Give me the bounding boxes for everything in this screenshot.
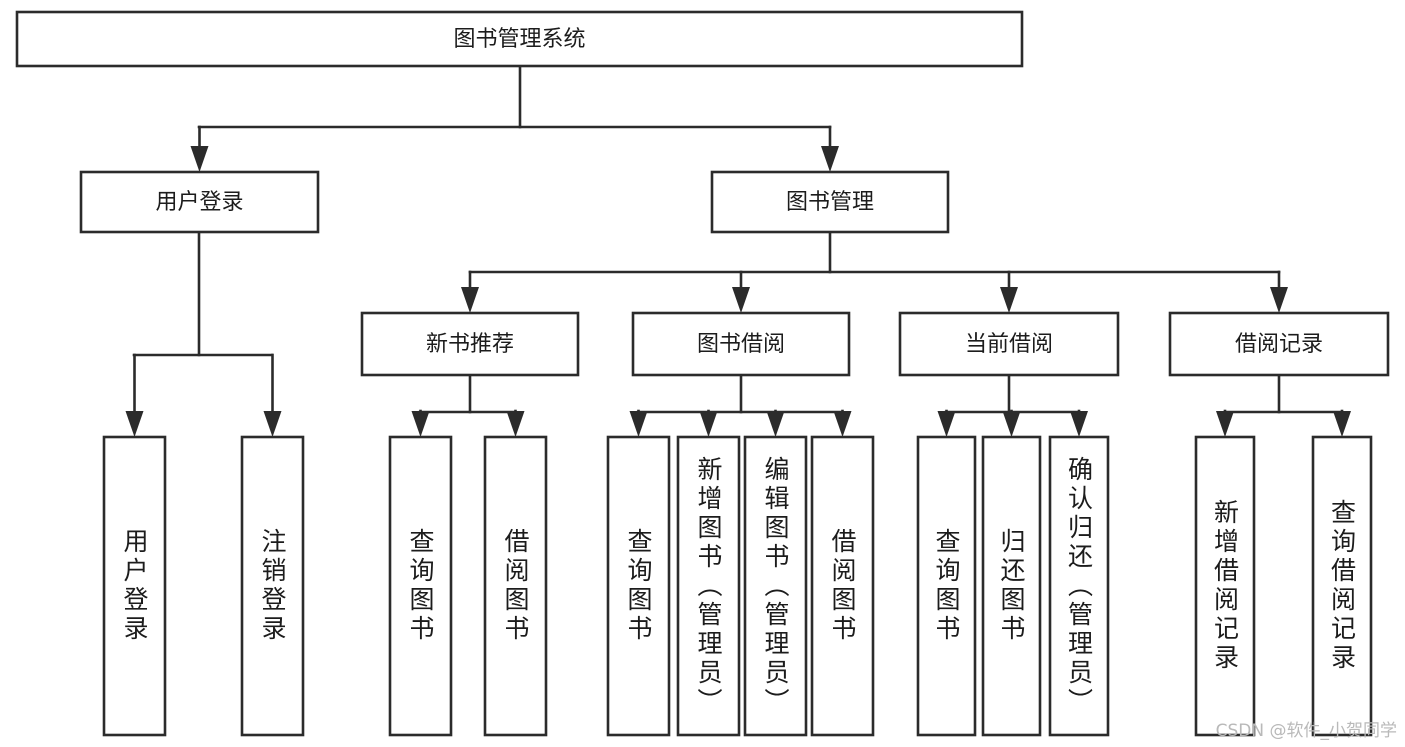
level3-node-book-borrow[interactable]: 图书借阅 [631, 311, 851, 377]
level3-node-borrow-record[interactable]: 借阅记录 [1168, 311, 1390, 377]
leaf-node-box[interactable] [676, 435, 741, 737]
level3-node-box[interactable] [360, 311, 580, 377]
root-node-box[interactable] [15, 10, 1024, 68]
level3-node-box[interactable] [631, 311, 851, 377]
leaf-node-box[interactable] [916, 435, 977, 737]
root-node-label: 图书管理系统 [453, 27, 585, 52]
arrow-head-icon [937, 411, 956, 437]
arrow-head-icon [506, 411, 525, 437]
arrow-head-icon [1270, 287, 1288, 313]
leaf-node-leaf-current-confirm[interactable] [1048, 435, 1110, 737]
arrow-head-icon [833, 411, 852, 437]
arrow-head-icon [1216, 411, 1234, 437]
level3-node-label: 借阅记录 [1235, 332, 1323, 357]
arrow-head-icon [125, 411, 144, 437]
level2-node-box[interactable] [79, 170, 320, 234]
arrow-head-icon [190, 146, 209, 172]
arrow-head-icon [766, 411, 785, 437]
level2-node-label: 用户登录 [155, 190, 243, 215]
arrow-head-icon [1333, 411, 1351, 437]
arrow-head-icon [461, 287, 479, 313]
level3-node-box[interactable] [898, 311, 1120, 377]
arrow-head-icon [821, 146, 839, 172]
level3-node-new-book-recommend[interactable]: 新书推荐 [360, 311, 580, 377]
leaf-node-leaf-current-query[interactable] [916, 435, 977, 737]
leaf-node-leaf-user-logout[interactable] [240, 435, 305, 737]
arrow-head-icon [699, 411, 718, 437]
leaf-node-leaf-borrow-edit[interactable] [743, 435, 808, 737]
arrow-head-icon [629, 411, 648, 437]
level3-node-label: 新书推荐 [426, 332, 514, 357]
arrow-head-icon [1070, 411, 1088, 437]
leaf-node-leaf-current-return[interactable] [981, 435, 1042, 737]
leaf-node-box[interactable] [1311, 435, 1373, 737]
leaf-node-leaf-borrow-lend[interactable] [810, 435, 875, 737]
leaf-node-leaf-user-login[interactable] [102, 435, 167, 737]
connectors-layer [125, 64, 1351, 437]
level3-node-label: 图书借阅 [697, 332, 785, 357]
level3-node-box[interactable] [1168, 311, 1390, 377]
leaf-node-leaf-borrow-add[interactable] [676, 435, 741, 737]
leaf-node-box[interactable] [1194, 435, 1256, 737]
leaf-node-box[interactable] [743, 435, 808, 737]
leaf-node-leaf-record-add[interactable] [1194, 435, 1256, 737]
leaf-node-leaf-recommend-query[interactable] [388, 435, 453, 737]
leaf-node-box[interactable] [606, 435, 671, 737]
arrow-head-icon [1002, 411, 1021, 437]
leaf-node-leaf-borrow-query[interactable] [606, 435, 671, 737]
level2-node-box[interactable] [710, 170, 950, 234]
leaf-node-box[interactable] [1048, 435, 1110, 737]
root-node-root[interactable]: 图书管理系统 [15, 10, 1024, 68]
level2-node-label: 图书管理 [786, 190, 874, 215]
leaf-node-box[interactable] [483, 435, 548, 737]
leaf-node-box[interactable] [388, 435, 453, 737]
arrow-head-icon [1000, 287, 1018, 313]
arrow-head-icon [732, 287, 750, 313]
leaf-node-box[interactable] [810, 435, 875, 737]
level3-node-label: 当前借阅 [965, 332, 1053, 357]
leaf-node-box[interactable] [240, 435, 305, 737]
level2-node-user-login[interactable]: 用户登录 [79, 170, 320, 234]
leaf-node-box[interactable] [981, 435, 1042, 737]
level2-node-book-manage[interactable]: 图书管理 [710, 170, 950, 234]
level3-node-current-borrow[interactable]: 当前借阅 [898, 311, 1120, 377]
leaf-node-leaf-recommend-borrow[interactable] [483, 435, 548, 737]
leaf-node-box[interactable] [102, 435, 167, 737]
arrow-head-icon [263, 411, 282, 437]
arrow-head-icon [411, 411, 430, 437]
leaf-node-leaf-record-query[interactable] [1311, 435, 1373, 737]
